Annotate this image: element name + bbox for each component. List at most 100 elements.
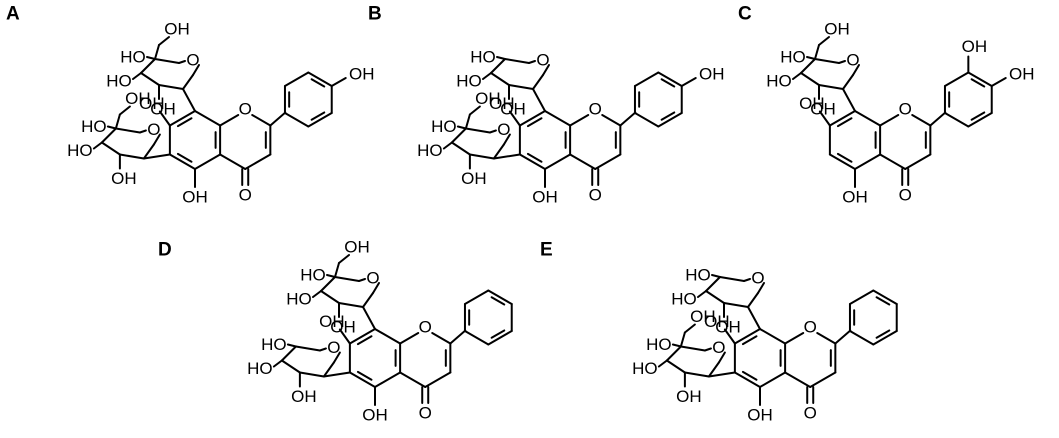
hydroxyl-bond (92, 141, 103, 150)
sugar-bond (852, 64, 860, 76)
double-bond (741, 335, 758, 346)
carbonyl-oxygen-label: O (589, 186, 602, 205)
ring-c-bond (809, 371, 837, 388)
sugar-oh-4-label: HO (431, 117, 457, 136)
sugar-bond (508, 84, 534, 90)
glycosidic-bond (747, 306, 761, 330)
sugar-oh-2-label: OH (715, 318, 741, 337)
ring-a-bond (854, 110, 882, 127)
ring-b-bond (872, 330, 898, 346)
sugar-bond (372, 282, 380, 294)
carbonyl-oxygen-label: O (419, 404, 432, 423)
ring-a-bond (759, 371, 787, 388)
hydroxyl-bond (442, 141, 453, 150)
ring-b-bond (943, 112, 970, 128)
sugar-bond (450, 127, 467, 144)
sugar-bond (140, 72, 160, 86)
ring-c-bond (251, 114, 272, 127)
ring-a-bond (348, 371, 376, 388)
sugar-oh-2-label: OH (150, 100, 176, 119)
sugar-bond (298, 371, 325, 378)
sugar-ring-oxygen-label: O (327, 338, 340, 357)
hydroxyl-bond (106, 125, 117, 130)
ring-c-bond (244, 153, 272, 170)
sugar-bond (154, 58, 180, 64)
hydroxyl-bond (286, 343, 297, 348)
ring-b-bond (463, 289, 490, 305)
double-bond (356, 335, 373, 346)
ring-c-bond (784, 332, 805, 345)
sugar-oh-2-label: OH (461, 169, 487, 188)
ring-a-bond (733, 371, 761, 388)
sugar-bond (743, 278, 751, 282)
double-bond (741, 370, 758, 381)
ring-c-bond (569, 153, 597, 170)
ring-c-bond (594, 153, 622, 170)
hydroxyl-bond (158, 110, 171, 127)
ring-b-link (929, 111, 947, 127)
sugar-ch2oh-bond (118, 105, 131, 116)
sugar-oh-3-label: HO (671, 290, 697, 309)
ring-oxygen-label: O (419, 318, 432, 337)
ring-b-link (449, 329, 467, 345)
sugar-bond (504, 58, 530, 64)
ring-a-bond (518, 153, 546, 170)
sugar-bond (747, 292, 759, 308)
ring-b-bond (967, 71, 993, 87)
glycosidic-bond (492, 153, 521, 160)
double-bond (970, 111, 986, 121)
sugar-bond (814, 58, 840, 64)
hydroxyl-bond (792, 72, 802, 80)
sugar-ch2oh-bond (464, 113, 471, 130)
glycosidic-bond (182, 88, 196, 112)
hydroxyl-5-label: OH (532, 188, 558, 207)
double-bond (836, 152, 853, 163)
ring-oxygen-label: O (899, 100, 912, 119)
sugar-oh-4-label: HO (120, 48, 146, 67)
sugar-bond (450, 141, 471, 156)
carbonyl-oxygen-label: O (239, 186, 252, 205)
ring-b-bond (872, 289, 898, 305)
sugar-oh-4-label: HO (261, 335, 287, 354)
ring-c-bond (569, 114, 590, 127)
ring-a-bond (374, 328, 402, 345)
sugar-bond (322, 361, 335, 378)
hydroxyl-bond (338, 328, 351, 345)
sugar-bond (679, 345, 706, 352)
ring-a-bond (194, 153, 222, 170)
sugar-bond (362, 292, 374, 308)
sugar-bond (100, 127, 117, 144)
ring-b-bond (487, 330, 513, 346)
hydroxyl-4prime-label: OH (349, 65, 375, 84)
hydroxyl-bond (806, 56, 816, 60)
glycosidic-bond (322, 371, 351, 378)
ring-b-bond (633, 71, 660, 87)
hydroxyl-bond (132, 72, 142, 80)
ring-c-bond (601, 114, 622, 127)
hydroxyl-bond (326, 274, 336, 278)
sugar-oh-6-label: OH (475, 89, 501, 108)
ring-b-bond (307, 71, 333, 87)
double-bond (176, 117, 193, 128)
sugar-ring-oxygen-label: O (536, 51, 549, 70)
sugar-oh-4-label: HO (300, 266, 326, 285)
double-bond (660, 111, 676, 121)
sugar-bond (705, 290, 725, 304)
sugar-bond (280, 359, 301, 374)
sugar-bond (818, 84, 844, 90)
sugar-oh-3-label: HO (632, 359, 658, 378)
sugar-bond (358, 278, 366, 282)
sugar-bond (280, 345, 297, 362)
sugar-bond (528, 60, 536, 64)
double-bond (490, 329, 506, 339)
ring-a-bond (168, 153, 196, 170)
ring-oxygen-label: O (804, 318, 817, 337)
sugar-bond (320, 276, 336, 292)
sugar-bond (490, 58, 506, 74)
ring-b-bond (463, 330, 490, 346)
sugar-oh-4-label: HO (646, 335, 672, 354)
ring-b-bond (943, 71, 970, 87)
ring-b-bond (657, 71, 683, 87)
